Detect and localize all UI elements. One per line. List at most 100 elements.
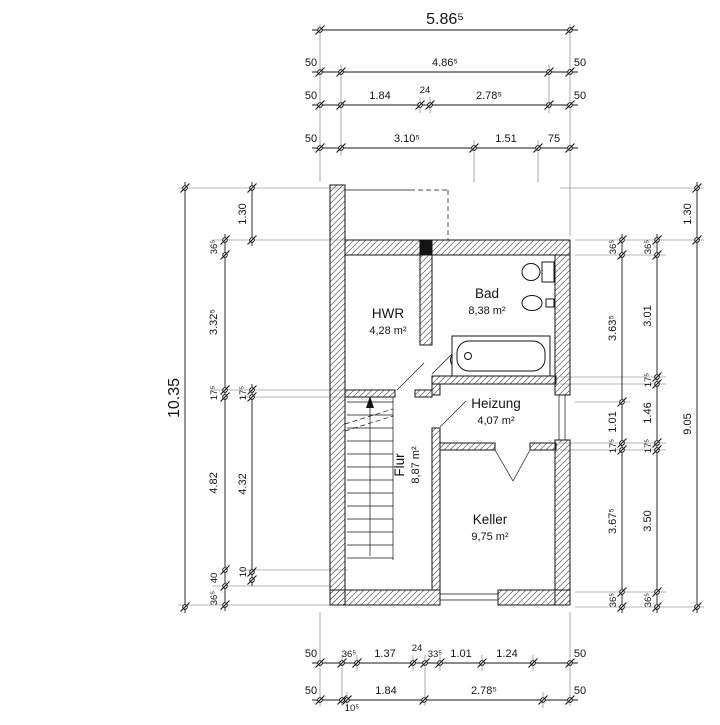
dim-label: 75	[548, 133, 560, 145]
dim-label: 2.78⁵	[471, 685, 497, 697]
windows	[439, 394, 570, 605]
room-area-bad: 8,38 m²	[468, 305, 506, 317]
dim-label: 50	[305, 685, 317, 697]
stair-cut-line	[344, 415, 394, 432]
extension-lines	[178, 24, 704, 708]
fixtures	[450, 261, 555, 377]
dim-label: 40	[209, 573, 220, 584]
dim-label: 36⁵	[342, 649, 357, 660]
dim-label: 36⁵	[209, 240, 220, 255]
walls	[329, 184, 571, 606]
window-right	[555, 394, 570, 441]
dim-label: 1.01	[450, 648, 471, 660]
wall-flur-keller	[431, 427, 441, 591]
dim-label: 1.30	[237, 203, 249, 224]
room-name-heizung: Heizung	[471, 396, 521, 411]
stair-cut-line	[344, 408, 394, 425]
room-area-hwr: 4,28 m²	[369, 325, 407, 337]
stair-direction-arrow	[366, 396, 374, 408]
dim-labels-bottom: 50 36⁵ 1.37 24 33⁵ 1.01 1.24 50 50 10⁵ 1…	[305, 643, 586, 714]
door-keller-leaf	[494, 449, 514, 482]
wall-hwr-flur-b	[414, 389, 433, 398]
doors	[396, 346, 531, 482]
dim-label: 1.37	[374, 648, 395, 660]
dim-label: 1.84	[369, 90, 390, 102]
dim-label: 50	[305, 90, 317, 102]
room-area-flur: 8,87 m²	[410, 446, 422, 484]
room-area-heizung: 4,07 m²	[477, 415, 515, 427]
wall-hwr-flur-a	[344, 389, 396, 398]
dim-label: 17⁵	[209, 386, 220, 401]
dim-label: 17⁵	[238, 386, 249, 401]
dim-label: 1.24	[496, 648, 517, 660]
wall-flur-heizung-a	[431, 383, 441, 396]
dim-label: 50	[305, 57, 317, 69]
dim-label: 36⁵	[209, 591, 220, 606]
wall-bottom-left	[329, 589, 441, 606]
wall-top	[344, 239, 571, 256]
dim-label: 4.86⁵	[432, 57, 458, 69]
dim-label: 10	[238, 567, 249, 578]
dim-label: 1.51	[495, 133, 516, 145]
dim-label: 36⁵	[608, 593, 619, 608]
dim-label: 50	[305, 133, 317, 145]
wall-bad-heizung	[431, 375, 557, 385]
dim-label: 10⁵	[345, 703, 360, 714]
dim-label: 3.10⁵	[394, 133, 420, 145]
room-name-bad: Bad	[475, 286, 499, 301]
dim-label: 3.01	[642, 305, 654, 326]
sink-icon	[521, 295, 555, 311]
dim-label: 17⁵	[643, 439, 654, 454]
dim-label: 1.84	[375, 685, 396, 697]
dim-label: 36⁵	[643, 240, 654, 255]
wall-pier	[419, 239, 433, 256]
toilet-icon	[521, 261, 555, 283]
dim-label: 3.63⁵	[607, 315, 619, 341]
dim-label: 17⁵	[608, 439, 619, 454]
dim-label: 4.32	[237, 473, 249, 494]
upper-outline	[345, 189, 450, 240]
room-name-hwr: HWR	[372, 306, 404, 321]
dim-labels-right: 36⁵ 3.63⁵ 1.01 17⁵ 3.67⁵ 36⁵ 36⁵ 3.01 17…	[607, 203, 694, 607]
door-hwr	[396, 362, 425, 391]
wall-right-lower	[554, 439, 571, 606]
wall-right-upper	[554, 254, 571, 396]
door-heizung	[439, 400, 467, 428]
dim-label: 50	[574, 90, 586, 102]
wall-heizung-keller-a	[439, 442, 496, 451]
dim-labels-left: 10.35 36⁵ 3.32⁵ 17⁵ 4.82 40 36⁵ 1.30 17⁵…	[166, 203, 249, 605]
dim-label: 1.46	[642, 402, 654, 423]
dim-label: 3.32⁵	[208, 309, 220, 335]
dim-label: 24	[420, 85, 431, 96]
dim-label: 1.30	[682, 203, 694, 224]
dim-label: 3.50	[642, 510, 654, 531]
dim-label: 50	[305, 648, 317, 660]
dim-label: 36⁵	[643, 593, 654, 608]
dim-label: 3.67⁵	[607, 508, 619, 534]
dim-label: 50	[574, 685, 586, 697]
dim-label: 24	[412, 643, 423, 654]
dim-label: 36⁵	[608, 240, 619, 255]
window-bottom	[439, 590, 499, 605]
dim-label: 9.05	[682, 413, 694, 434]
wall-hwr-bad	[419, 254, 433, 346]
door-keller-swing	[512, 449, 531, 482]
dim-label: 17⁵	[643, 373, 654, 388]
wall-bottom-right	[497, 589, 571, 606]
bathtub-icon	[451, 335, 551, 377]
dim-label: 1.01	[607, 411, 619, 432]
dim-overall-height: 10.35	[166, 378, 183, 418]
wall-left	[329, 184, 346, 606]
dim-label: 50	[574, 57, 586, 69]
dim-overall-width: 5.86⁵	[426, 11, 464, 28]
dim-label: 33⁵	[428, 649, 443, 660]
room-area-keller: 9,75 m²	[471, 531, 509, 543]
room-name-flur: Flur	[392, 453, 407, 477]
stairs	[344, 396, 394, 560]
dim-labels-top: 5.86⁵ 50 4.86⁵ 50 50 1.84 24 2.78⁵ 50 50…	[305, 11, 586, 145]
dim-label: 4.82	[208, 472, 220, 493]
dim-label: 50	[574, 648, 586, 660]
room-labels: HWR 4,28 m² Bad 8,38 m² Heizung 4,07 m² …	[369, 286, 520, 543]
